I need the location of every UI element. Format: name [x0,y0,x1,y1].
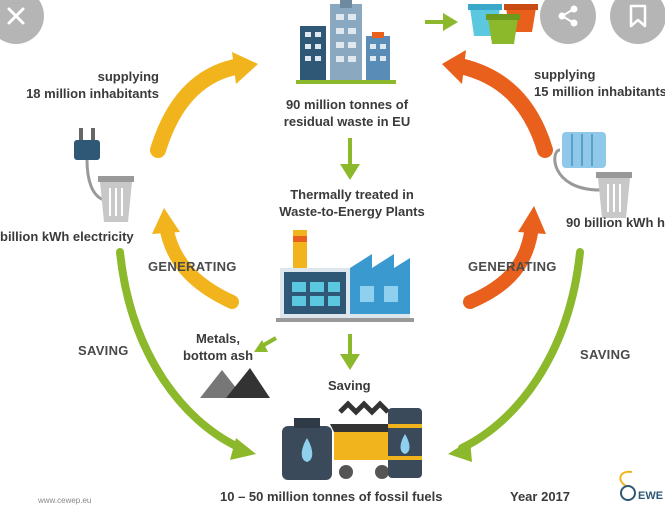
share-button[interactable] [540,0,596,44]
waste-label-line1: 90 million tonnes of [285,97,409,112]
heat-label: 90 billion kWh h [566,215,665,230]
supplying-left-line2: 18 million inhabitants [26,86,159,101]
supplying-left-label: supplying 18 million inhabitants [26,68,159,102]
arrow-generating-left [159,219,239,309]
year-label: Year 2017 [510,489,571,504]
generating-right-label: GENERATING [468,259,557,274]
recycling-bins-icon [468,4,538,44]
city-buildings-icon [296,0,396,84]
waste-label: 90 million tonnes of residual waste in E… [284,96,410,130]
treated-label-line1: Thermally treated in [290,187,414,202]
saving-center-label: Saving [328,378,371,393]
waste-to-energy-plant-icon [276,230,414,322]
electricity-label: billion kWh electricity [0,229,134,244]
supplying-right-label: supplying 15 million inhabitants [534,66,665,100]
arrow-saving-left [116,248,244,452]
treated-label-line2: Waste-to-Energy Plants [279,204,425,219]
arrow-generating-right [463,219,539,309]
footer-url: www.cewep.eu [38,496,92,505]
arrow-top-right [452,58,553,158]
treated-label: Thermally treated in Waste-to-Energy Pla… [279,186,424,220]
saving-left-label: SAVING [78,343,129,358]
waste-label-line2: residual waste in EU [283,114,411,129]
arrow-top-left [150,58,248,158]
bookmark-icon [629,4,647,28]
metals-label-line2: bottom ash [182,348,254,363]
supplying-left-line1: supplying [97,69,159,84]
radiator-bin-icon [553,132,632,218]
close-icon [7,7,25,25]
plug-bin-icon [74,128,134,222]
saving-right-label: SAVING [580,347,631,362]
bookmark-button[interactable] [610,0,665,44]
logo-swirl-icon [619,470,633,487]
fossil-fuels-icon [282,400,422,480]
share-icon [558,5,578,27]
generating-left-label: GENERATING [148,259,237,274]
supplying-right-line2: 15 million inhabitants [534,84,665,99]
metals-label: Metals, bottom ash [183,330,253,364]
ash-piles-icon [200,368,270,398]
arrow-saving-right [458,248,584,452]
supplying-right-line1: supplying [534,67,596,82]
metals-label-line1: Metals, [195,331,241,346]
logo-text: EWE [638,490,664,502]
fossil-fuels-label: 10 – 50 million tonnes of fossil fuels [220,489,443,504]
